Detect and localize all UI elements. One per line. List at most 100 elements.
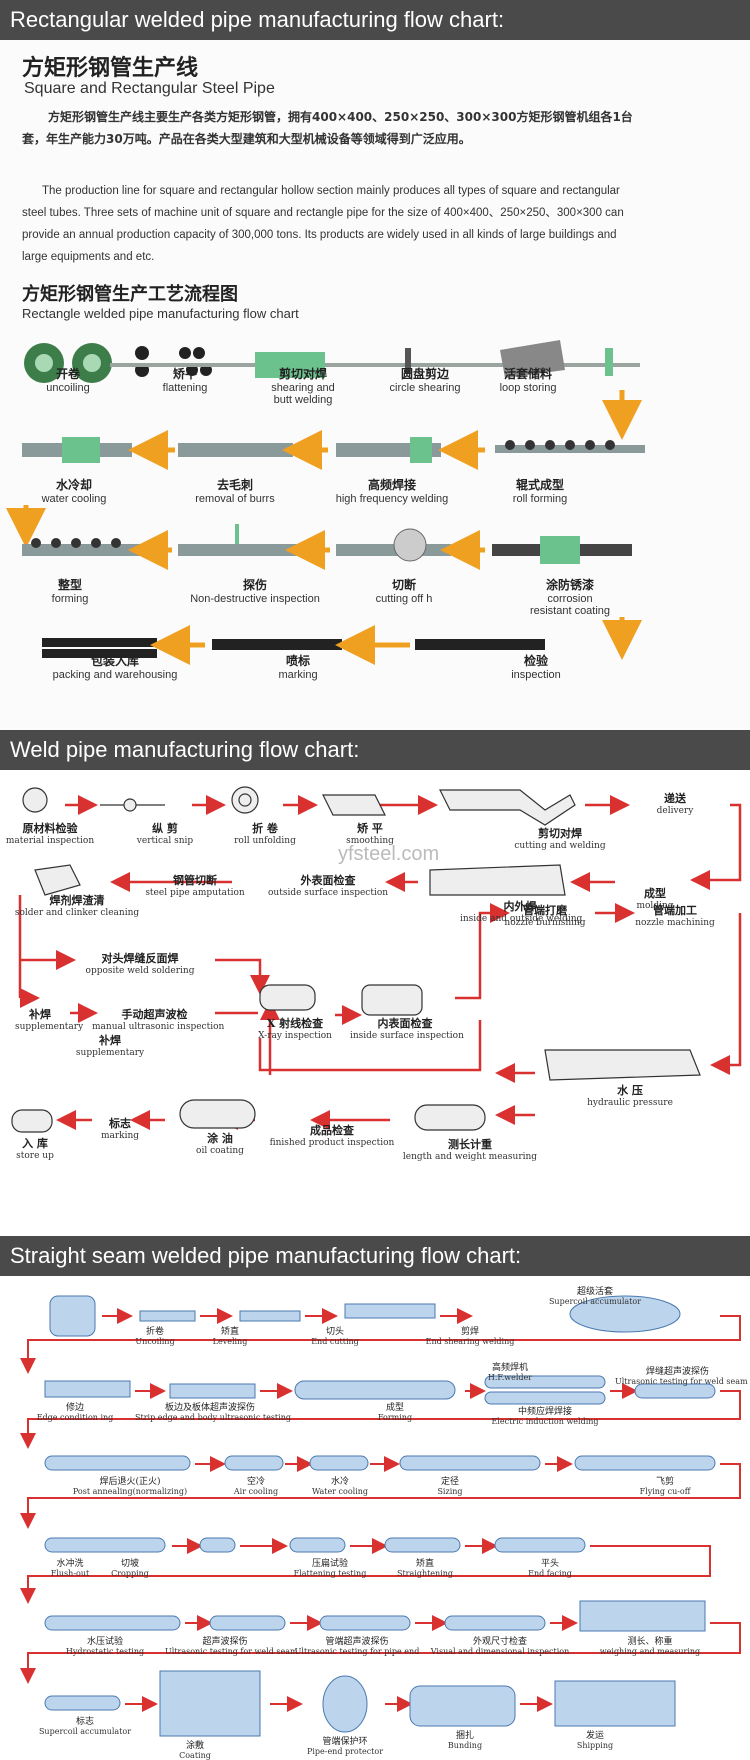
section3-flow-graphics [20, 1295, 741, 1737]
ultrasonic-plate-icon [169, 1383, 256, 1399]
weld-ultrasonic-pipe-icon [209, 1615, 286, 1631]
roll-forming-icon [495, 440, 645, 453]
leveling-plate-icon [139, 1310, 196, 1322]
loop-storage-icon [500, 340, 565, 378]
pipe-bundle-icon [42, 638, 157, 658]
smoothing-machine-icon [322, 794, 386, 816]
supercoil-accumulator-icon [569, 1295, 681, 1333]
uncoiler-machine-icon [24, 343, 112, 383]
inspection-pipe-icon [415, 639, 545, 650]
section1-cn-paragraph: 方矩形钢管生产线主要生产各类方矩形钢管，拥有400×400、250×250、30… [22, 110, 633, 146]
forming-rolls-icon [22, 538, 142, 556]
section2-title: Weld pipe manufacturing flow chart: [10, 737, 360, 762]
cutting-disc-icon [393, 528, 427, 562]
cutting-welding-machine-icon [439, 789, 576, 826]
marking-pipe-icon [44, 1695, 121, 1711]
flattening-test-icon [289, 1537, 346, 1553]
shipping-truck-icon [554, 1680, 676, 1727]
coating-booth-icon [159, 1670, 261, 1737]
shear-weld-plate-icon [344, 1303, 436, 1319]
measuring-icon [414, 1104, 486, 1131]
section3-title-bar: Straight seam welded pipe manufacturing … [0, 1236, 750, 1276]
xray-machine-icon [259, 984, 316, 1011]
oil-coating-icon [179, 1099, 256, 1129]
hf-welder-machine-icon [410, 437, 432, 463]
step-post-annealing: 焊后退火(正火)Post annealing(normalizing) [72, 1477, 188, 1496]
flying-cutoff-pipe-icon [574, 1455, 716, 1471]
end-facing-pipe-icon [494, 1537, 586, 1553]
welding-machine-icon [429, 864, 566, 896]
watermark: yfsteel.com [338, 843, 439, 865]
section1-panel: 方矩形钢管生产线 Square and Rectangular Steel Pi… [0, 40, 750, 735]
flush-out-pipe-icon [44, 1537, 166, 1553]
section1-cn-title: 方矩形钢管生产线 [22, 56, 199, 81]
hydraulic-press-icon [544, 1049, 701, 1081]
section1-flow-graphics [6, 340, 645, 665]
pipe-end-ultrasonic-icon [319, 1615, 411, 1631]
straightening-icon [384, 1537, 461, 1553]
section2-flow-graphics: yfsteel.com [11, 786, 742, 1133]
marked-pipe-icon [212, 639, 342, 650]
weld-seam-ultrasonic-icon [634, 1383, 716, 1399]
section1-chart-en-title: Rectangle welded pipe manufacturing flow… [22, 306, 299, 321]
coil-icon [22, 787, 48, 813]
weighing-station-icon [579, 1600, 706, 1632]
end-cutting-plate-icon [239, 1310, 301, 1322]
visual-inspection-pipe-icon [444, 1615, 546, 1631]
forming-rolls-icon [294, 1380, 456, 1400]
hydrostatic-pipe-icon [44, 1615, 181, 1631]
section3-title: Straight seam welded pipe manufacturing … [10, 1243, 522, 1268]
coating-machine-icon [540, 536, 580, 564]
shear-welder-machine-icon [255, 352, 325, 378]
uncoil-roll-icon [49, 1295, 96, 1337]
